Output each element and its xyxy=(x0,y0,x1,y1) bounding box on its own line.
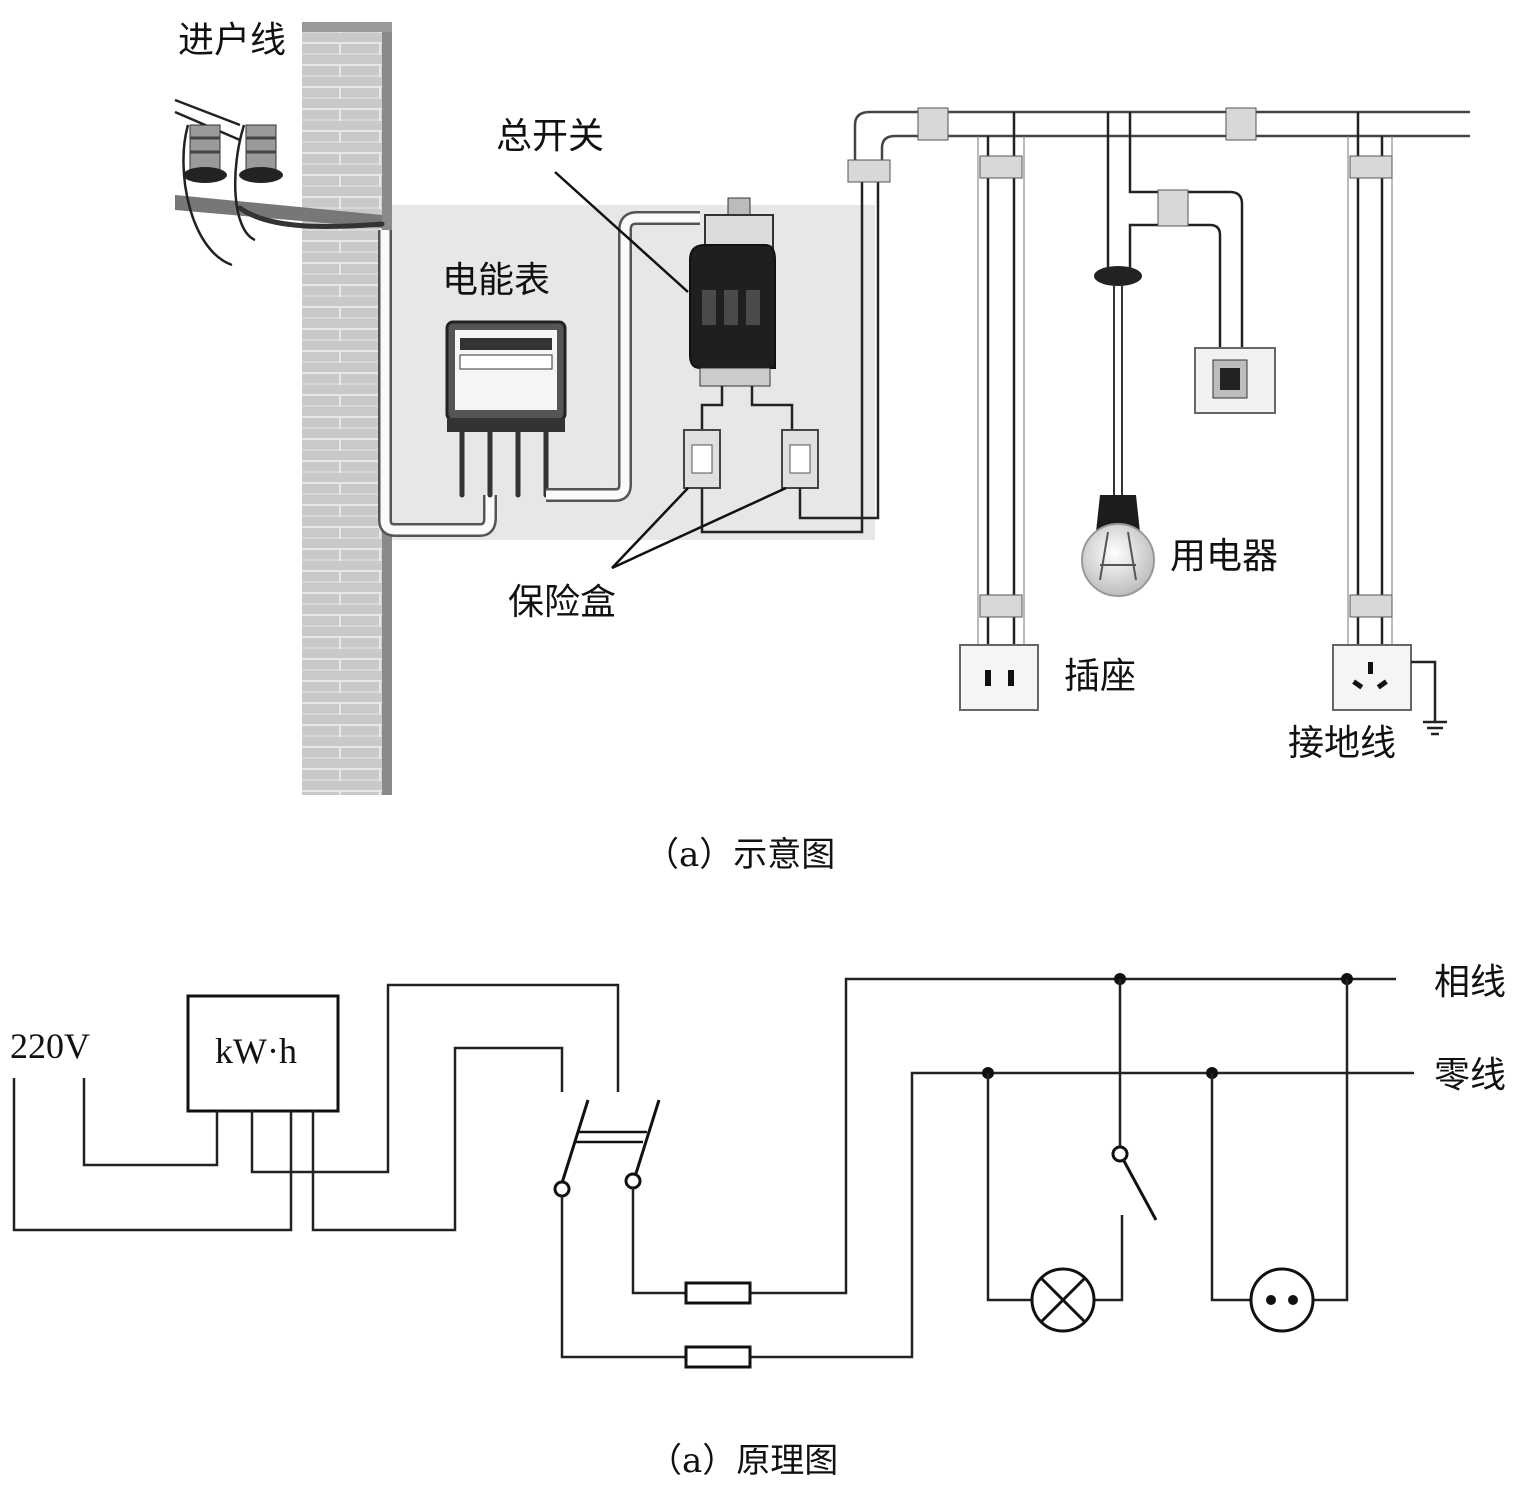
lamp-symbol xyxy=(1030,1267,1096,1333)
energy-meter-label: 电能表 xyxy=(442,260,550,301)
light-switch xyxy=(1194,347,1276,414)
grounded-socket-drop xyxy=(1347,112,1393,645)
schematic-diagram: 220V kW·h 相线 零线 xyxy=(10,962,1506,1481)
pictorial-illustration: 进户线 总开关 电能表 保险盒 用电器 插座 接地线 （a）示意图 xyxy=(174,20,1470,875)
fuse-pointer-left xyxy=(611,487,689,569)
ground-wire-label: 接地线 xyxy=(1288,723,1396,764)
lamp-branch xyxy=(982,973,1158,1333)
neutral-branch xyxy=(560,1071,1414,1359)
fuse-box-left xyxy=(683,429,721,489)
service-line-label: 进户线 xyxy=(178,20,286,61)
meter-output-1 xyxy=(250,983,620,1174)
lamp-drop xyxy=(1094,112,1244,495)
supply-voltage-label: 220V xyxy=(10,1026,90,1066)
energy-meter xyxy=(445,320,567,498)
fuse-box-label: 保险盒 xyxy=(508,582,616,623)
ceiling-rose xyxy=(1094,266,1142,286)
schematic-caption: （a）原理图 xyxy=(648,1441,838,1481)
brick-wall xyxy=(302,22,392,795)
fuse-pointer-right xyxy=(611,486,787,570)
light-bulb xyxy=(1081,495,1155,597)
ground-symbol xyxy=(1411,660,1447,736)
main-switch-label: 总开关 xyxy=(496,116,604,157)
socket-branch xyxy=(1206,973,1353,1333)
meter-output-2 xyxy=(311,1046,564,1232)
grounded-socket xyxy=(1332,644,1412,711)
service-line-bracket xyxy=(174,98,385,267)
distribution-conduit xyxy=(847,107,1470,183)
fuse-phase xyxy=(684,1281,752,1305)
insulator-left xyxy=(183,124,227,183)
phase-branch xyxy=(631,977,1396,1295)
socket-symbol xyxy=(1249,1267,1315,1333)
meter-box xyxy=(186,994,340,1113)
double-pole-switch xyxy=(553,1099,661,1198)
fuse-box-right xyxy=(781,429,819,489)
appliance-label: 用电器 xyxy=(1170,536,1278,577)
socket-drop xyxy=(977,112,1025,645)
socket-label: 插座 xyxy=(1064,656,1136,697)
phase-line-label: 相线 xyxy=(1434,962,1506,1003)
main-switch xyxy=(689,197,776,387)
supply-wire-2 xyxy=(12,1078,293,1232)
insulator-right xyxy=(239,124,283,183)
socket xyxy=(959,644,1039,711)
fuse-neutral xyxy=(684,1345,752,1369)
neutral-line-label: 零线 xyxy=(1434,1055,1506,1096)
meter-unit-label: kW·h xyxy=(215,1031,297,1071)
supply-wire-1 xyxy=(82,1078,219,1167)
illustration-caption: （a）示意图 xyxy=(645,835,835,875)
main-switch-pointer xyxy=(554,171,689,293)
